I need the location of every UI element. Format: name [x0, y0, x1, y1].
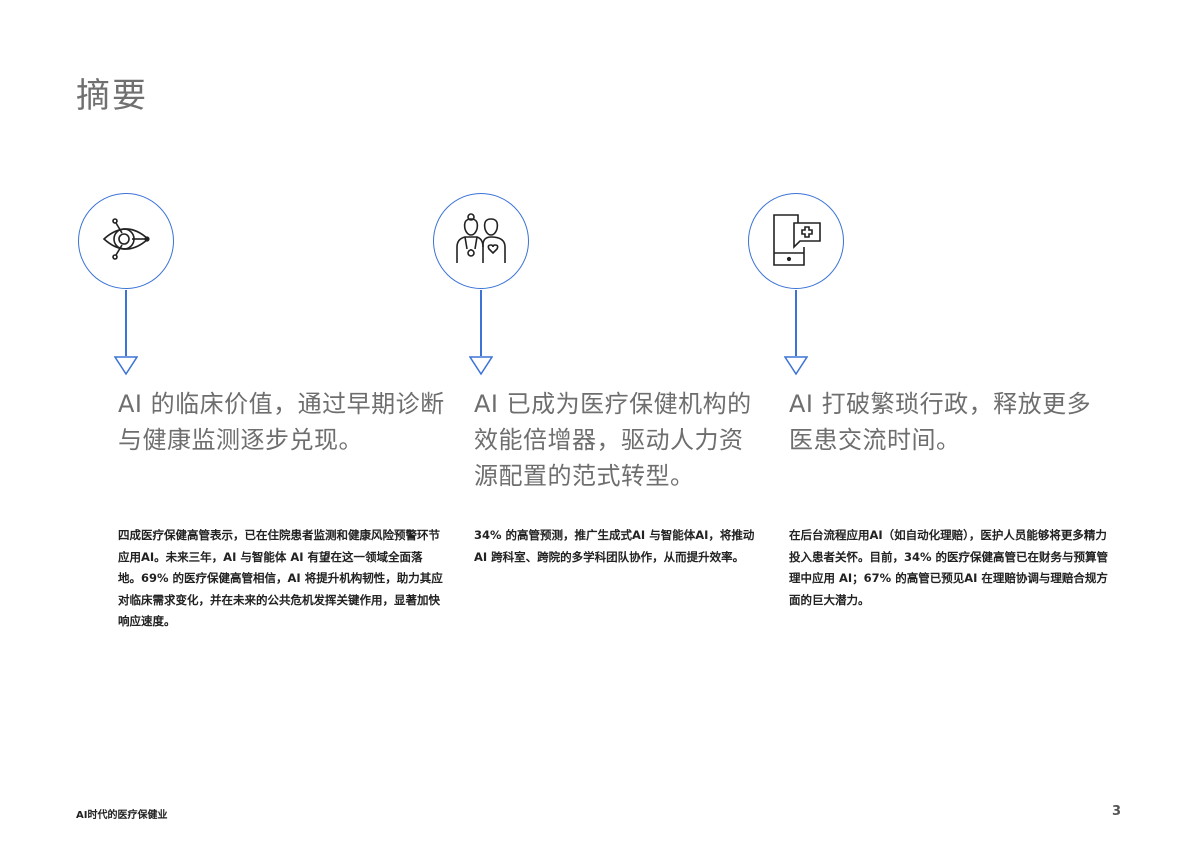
- arrow-down-icon: [783, 356, 809, 380]
- mobile-medical-chat-icon: [764, 207, 828, 275]
- footer-doc-title: AI时代的医疗保健业: [76, 810, 168, 821]
- eye-network-icon: [94, 207, 158, 275]
- column-headline: AI 已成为医疗保健机构的效能倍增器，驱动人力资源配置的范式转型。: [474, 390, 752, 490]
- icon-circle: [748, 193, 844, 289]
- connector-line: [795, 290, 797, 356]
- icon-circle: [78, 193, 174, 289]
- connector-line: [125, 290, 127, 356]
- connector-line: [480, 290, 482, 356]
- icon-circle: [433, 193, 529, 289]
- column-body: 四成医疗保健高管表示，已在住院患者监测和健康风险预警环节应用AI。未来三年，AI…: [118, 528, 443, 628]
- column-body: 34% 的高管预测，推广生成式AI 与智能体AI，将推动AI 跨科室、跨院的多学…: [474, 528, 755, 564]
- arrow-down-icon: [468, 356, 494, 380]
- column-headline: AI 的临床价值，通过早期诊断与健康监测逐步兑现。: [118, 390, 445, 454]
- column-body: 在后台流程应用AI（如自动化理赔），医护人员能够将更多精力投入患者关怀。目前，3…: [789, 528, 1109, 607]
- column-headline: AI 打破繁琐行政，释放更多医患交流时间。: [789, 390, 1092, 454]
- arrow-down-icon: [113, 356, 139, 380]
- doctor-patient-icon: [449, 207, 513, 275]
- page-title: 摘要: [76, 76, 148, 116]
- page-number: 3: [1112, 804, 1122, 819]
